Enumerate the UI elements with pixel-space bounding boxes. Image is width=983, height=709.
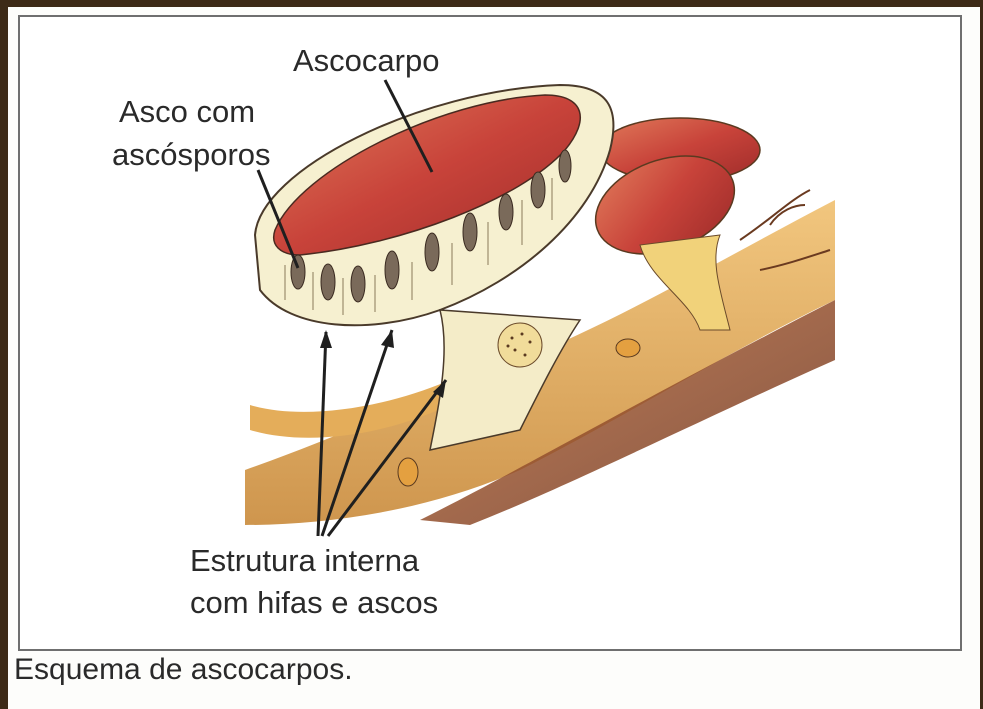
label-estrutura-line1: Estrutura interna	[190, 542, 419, 579]
label-ascocarpo: Ascocarpo	[293, 42, 439, 79]
figure-caption: Esquema de ascocarpos.	[14, 653, 353, 687]
label-asco-line1: Asco com	[119, 93, 255, 130]
small-cell	[398, 458, 418, 486]
label-estrutura-line2: com hifas e ascos	[190, 584, 438, 621]
small-cell	[616, 339, 640, 357]
label-asco-line2: ascósporos	[112, 136, 271, 173]
spotted-cell	[498, 323, 542, 367]
